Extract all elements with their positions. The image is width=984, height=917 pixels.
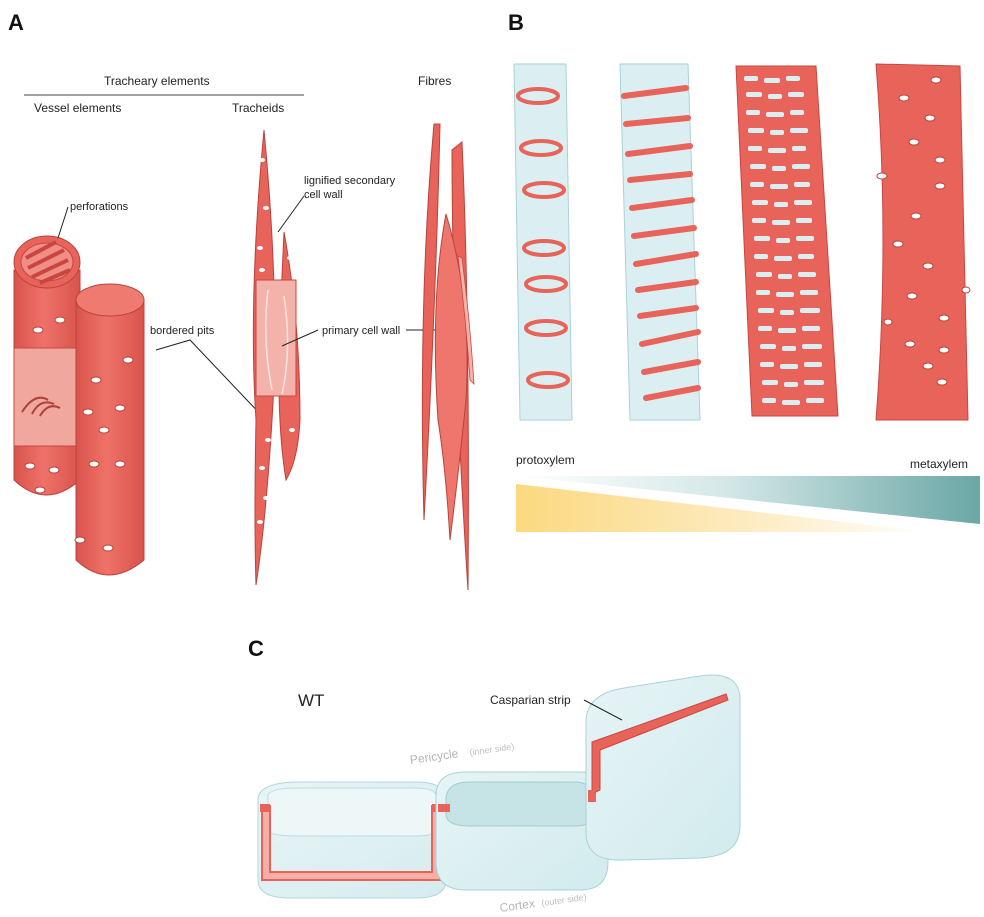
lignified-leader bbox=[278, 196, 304, 232]
lignified-label-line1: lignified secondary bbox=[304, 175, 396, 187]
cortex-label-group: Cortex (outer side) bbox=[499, 889, 588, 915]
fibres-bundle bbox=[422, 124, 474, 590]
vessel-element-1 bbox=[14, 236, 80, 495]
panel-c: C WT Casparian strip Pericycle (inner si… bbox=[248, 636, 740, 915]
protoxylem-label: protoxylem bbox=[516, 453, 575, 467]
helical-thickening-vessel bbox=[620, 64, 700, 420]
primary-cell-wall-label: primary cell wall bbox=[322, 325, 400, 337]
tracheary-elements-title: Tracheary elements bbox=[104, 74, 210, 88]
pericycle-label-group: Pericycle (inner side) bbox=[409, 738, 515, 766]
pitted-vessel bbox=[876, 64, 970, 420]
bordered-pits-label: bordered pits bbox=[150, 325, 215, 337]
endodermal-cell-left bbox=[258, 782, 446, 898]
tracheids-heading: Tracheids bbox=[232, 101, 284, 115]
wt-label: WT bbox=[298, 691, 324, 710]
pericycle-label: Pericycle bbox=[409, 746, 459, 767]
fibres-heading: Fibres bbox=[418, 74, 451, 88]
perforations-label: perforations bbox=[70, 201, 129, 213]
panel-b-letter: B bbox=[508, 10, 524, 35]
vessel-elements-heading: Vessel elements bbox=[34, 101, 121, 115]
panel-a: A Tracheary elements Vessel elements Tra… bbox=[8, 10, 474, 590]
panel-c-letter: C bbox=[248, 636, 264, 661]
annular-thickening-vessel bbox=[514, 64, 572, 420]
panel-b: B bbox=[508, 10, 980, 532]
tracheid-primary-wall-window bbox=[256, 280, 296, 396]
cortex-note: (outer side) bbox=[541, 892, 587, 908]
bordered-pits-leader bbox=[156, 340, 264, 418]
casparian-strip-label: Casparian strip bbox=[490, 693, 571, 707]
metaxylem-label: metaxylem bbox=[910, 457, 968, 471]
lignified-label-line2: cell wall bbox=[304, 189, 343, 201]
pericycle-note: (inner side) bbox=[469, 741, 515, 757]
vessel-element-2 bbox=[75, 284, 144, 575]
panel-a-letter: A bbox=[8, 10, 24, 35]
endodermal-cell-middle bbox=[436, 772, 608, 890]
perforations-leader bbox=[58, 207, 68, 238]
reticulate-thickening-vessel bbox=[736, 66, 838, 416]
endodermal-cell-right bbox=[586, 675, 740, 860]
cortex-label: Cortex bbox=[499, 896, 536, 915]
